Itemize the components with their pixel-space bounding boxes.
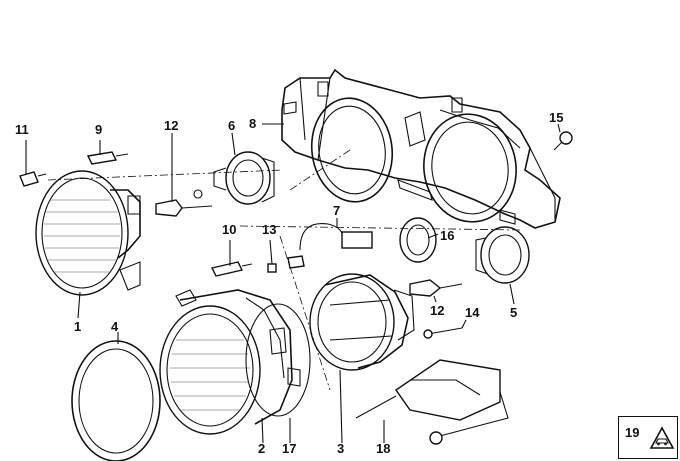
bulb-right — [409, 279, 463, 297]
main-headlight-unit — [159, 289, 301, 435]
screw-15 — [553, 131, 573, 151]
callout-4: 4 — [111, 319, 119, 334]
clip-13 — [267, 263, 277, 273]
callout-14: 14 — [465, 305, 480, 320]
callout-12-top: 12 — [164, 118, 178, 133]
small-headlight-unit — [35, 170, 141, 296]
bulb-socket-9 — [86, 151, 129, 165]
callout-12-right: 12 — [430, 303, 444, 318]
bulb-left — [155, 189, 213, 217]
reflector-housing — [309, 273, 415, 371]
callout-5: 5 — [510, 305, 517, 320]
gasket-ring — [245, 303, 311, 417]
callout-19: 19 — [625, 425, 640, 440]
adjuster-motor-18 — [355, 359, 509, 445]
callout-1: 1 — [74, 319, 81, 334]
callout-3: 3 — [337, 441, 344, 456]
screw-14 — [423, 327, 463, 339]
socket-10 — [210, 261, 253, 277]
bulb-holder-ring-right — [399, 217, 437, 263]
callout-8: 8 — [249, 116, 256, 131]
callout-9: 9 — [95, 122, 102, 137]
callout-15: 15 — [549, 110, 563, 125]
leader-lines — [25, 123, 561, 444]
callout-11: 11 — [15, 122, 29, 137]
callout-7: 7 — [333, 203, 340, 218]
wire-connector-7 — [287, 222, 373, 269]
callout-16: 16 — [440, 228, 454, 243]
callout-6: 6 — [228, 118, 235, 133]
headlight-housing-frame — [281, 68, 561, 229]
callout-labels: 1 2 3 4 5 6 7 8 9 10 11 12 12 13 14 15 1… — [15, 110, 563, 456]
bulb-holder-ring-5 — [475, 226, 530, 284]
bulb-holder-ring-left — [213, 151, 275, 205]
callout-10: 10 — [222, 222, 236, 237]
legend-box: 19 — [618, 416, 678, 459]
callout-2: 2 — [258, 441, 265, 456]
callout-18: 18 — [376, 441, 390, 456]
axis-lines — [47, 149, 521, 391]
callout-17: 17 — [282, 441, 296, 456]
bulb-socket-11 — [19, 171, 47, 187]
headlight-trim-ring — [71, 340, 161, 461]
car-warning-triangle-icon — [649, 426, 675, 455]
callout-13: 13 — [262, 222, 276, 237]
